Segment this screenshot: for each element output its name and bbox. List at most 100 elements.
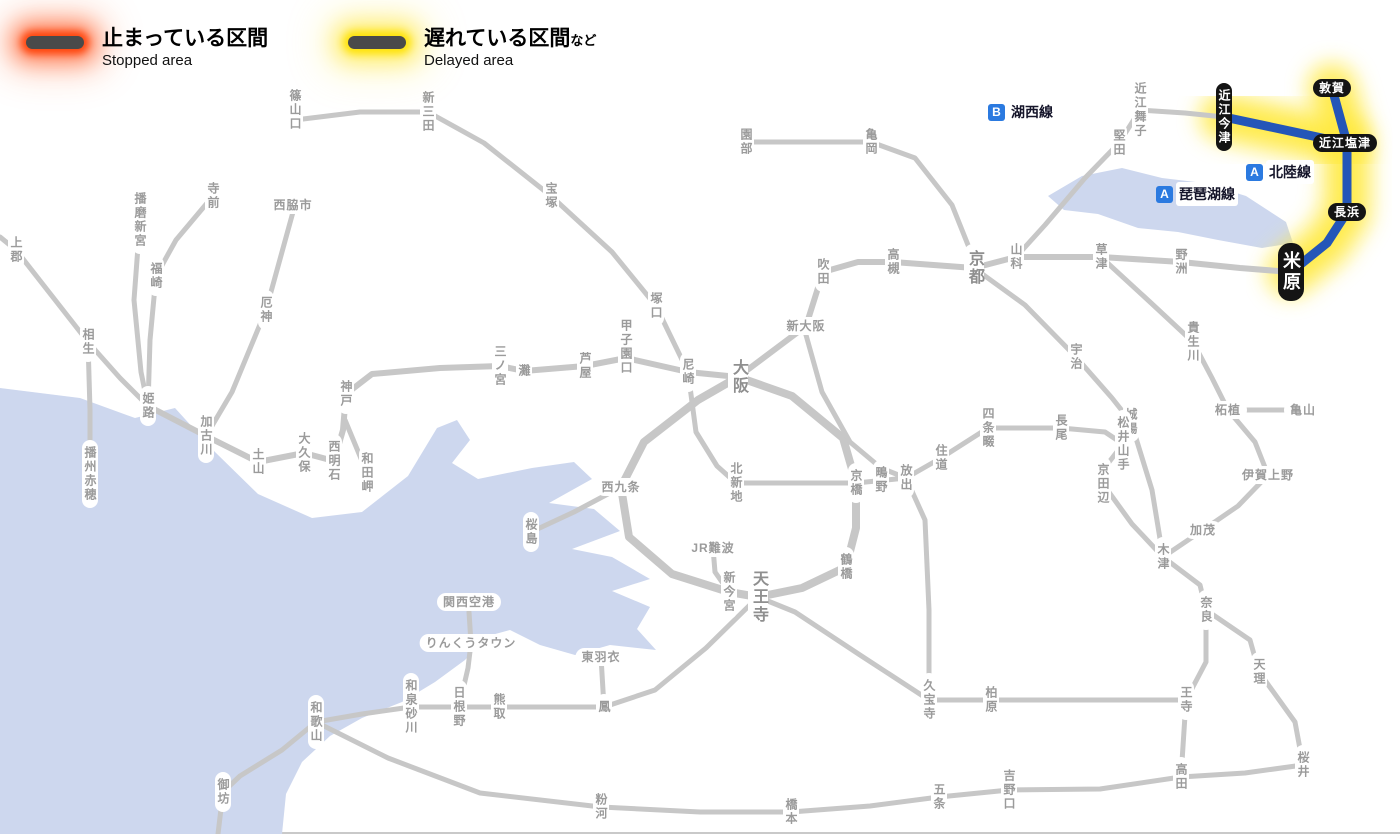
- delayed-label-main: 遅れている区間: [424, 27, 571, 50]
- station-pill: 松井山手: [1115, 410, 1131, 478]
- station-pill: 姫路: [140, 386, 156, 426]
- station-pill: 長浜: [1327, 203, 1367, 221]
- station-pill: 東羽衣: [575, 648, 627, 666]
- station-pill: りんくうタウン: [419, 634, 523, 652]
- station-pill: 放出: [898, 458, 914, 498]
- station-pill: 和歌山: [308, 695, 324, 749]
- station-pill: 福崎: [148, 256, 164, 296]
- station-pill: 粉河: [593, 787, 609, 827]
- stopped-area-swatch-icon: [26, 36, 84, 49]
- station-pill: 新三田: [420, 85, 436, 139]
- line-badge-icon: B: [988, 103, 1005, 121]
- line-name: 北陸線: [1266, 160, 1314, 184]
- rail-line[interactable]: [1178, 607, 1306, 780]
- line-name: 琵琶湖線: [1176, 182, 1238, 206]
- station-pill: 伊賀上野: [1235, 466, 1301, 484]
- station-pill: 熊取: [491, 687, 507, 727]
- water-layer: [0, 168, 1293, 834]
- station-pill: 尼崎: [680, 352, 696, 392]
- osaka-bay-water: [0, 388, 656, 834]
- station-pill: 園部: [738, 122, 754, 162]
- rail-line[interactable]: [971, 265, 1166, 560]
- station-pill: 新今宮: [721, 565, 737, 619]
- station-pill: 堅田: [1111, 123, 1127, 163]
- rail-line[interactable]: [1098, 254, 1231, 413]
- rail-line[interactable]: [145, 193, 216, 409]
- station-pill: 米原: [1278, 243, 1304, 301]
- delayed-label-suffix: など: [570, 33, 597, 48]
- station-pill: 天王寺: [748, 564, 768, 630]
- lake-biwa-water: [1048, 168, 1293, 248]
- rail-line[interactable]: [313, 719, 1184, 815]
- station-pill: 桜井: [1295, 745, 1311, 785]
- rail-line[interactable]: [803, 332, 932, 703]
- station-pill: 芦屋: [577, 346, 593, 386]
- station-pill: 京田辺: [1095, 457, 1111, 511]
- station-pill: 加古川: [198, 409, 214, 463]
- rail-line[interactable]: [203, 209, 296, 439]
- station-pill: 宇治: [1068, 337, 1084, 377]
- rail-line[interactable]: [145, 355, 741, 465]
- station-pill: 甲子園口: [618, 313, 634, 381]
- station-pill: 御坊: [215, 772, 231, 812]
- station-pill: 関西空港: [436, 593, 502, 611]
- station-pill: 桜島: [523, 512, 539, 552]
- station-pill: 新大阪: [780, 317, 832, 335]
- station-pill: 住道: [933, 438, 949, 478]
- station-pill: 上郡: [8, 230, 24, 270]
- station-pill: 鴫野: [873, 460, 889, 500]
- station-pill: 近江塩津: [1312, 134, 1378, 152]
- delayed-area-swatch-icon: [348, 36, 406, 49]
- rail-line[interactable]: [743, 139, 977, 263]
- rail-line[interactable]: [755, 594, 932, 703]
- station-pill: 久宝寺: [921, 673, 937, 727]
- station-pill: 加茂: [1183, 521, 1223, 539]
- line-badge-icon: A: [1246, 163, 1263, 181]
- delayed-sublabel: Delayed area: [424, 52, 514, 70]
- station-pill: 鳳: [596, 694, 612, 720]
- station-pill: 吹田: [815, 252, 831, 292]
- station-pill: 灘: [516, 358, 532, 384]
- station-pill: 木津: [1155, 537, 1171, 577]
- station-pill: 西明石: [326, 434, 342, 488]
- station-pill: 塚口: [648, 286, 664, 326]
- station-pill: 播磨新宮: [132, 186, 148, 254]
- station-pill: 西九条: [595, 478, 647, 496]
- station-pill: 三ノ宮: [492, 339, 508, 393]
- station-pill: 日根野: [451, 680, 467, 734]
- station-pill: 相生: [80, 322, 96, 362]
- station-pill: 和田岬: [359, 446, 375, 500]
- station-pill: 野洲: [1173, 242, 1189, 282]
- station-pill: 王寺: [1178, 680, 1194, 720]
- stopped-label: 止まっている区間: [102, 27, 269, 50]
- station-pill: 播州赤穂: [82, 440, 98, 508]
- delayed-label: 遅れている区間など: [424, 26, 596, 52]
- station-pill: 草津: [1093, 237, 1109, 277]
- station-pill: 敦賀: [1312, 79, 1352, 97]
- station-pill: 西脇市: [267, 196, 319, 214]
- station-pill: 長尾: [1053, 408, 1069, 448]
- station-pill: 京都: [964, 244, 984, 292]
- station-pill: 吉野口: [1001, 763, 1017, 817]
- station-pill: 柏原: [983, 680, 999, 720]
- rail-lines-layer: [0, 107, 1306, 834]
- station-pill: 厄神: [258, 290, 274, 330]
- rail-line[interactable]: [853, 425, 1166, 560]
- station-pill: 京橋: [848, 463, 864, 503]
- station-pill: 亀岡: [863, 122, 879, 162]
- station-pill: 亀山: [1283, 401, 1323, 419]
- line-badge-icon: A: [1156, 185, 1173, 203]
- station-pill: 土山: [250, 442, 266, 482]
- station-pill: 奈良: [1198, 590, 1214, 630]
- station-pill: 五条: [931, 777, 947, 817]
- rail-line[interactable]: [685, 369, 859, 486]
- station-pill: 山科: [1008, 237, 1024, 277]
- rail-line[interactable]: [735, 259, 977, 380]
- station-pill: 近江舞子: [1132, 76, 1148, 144]
